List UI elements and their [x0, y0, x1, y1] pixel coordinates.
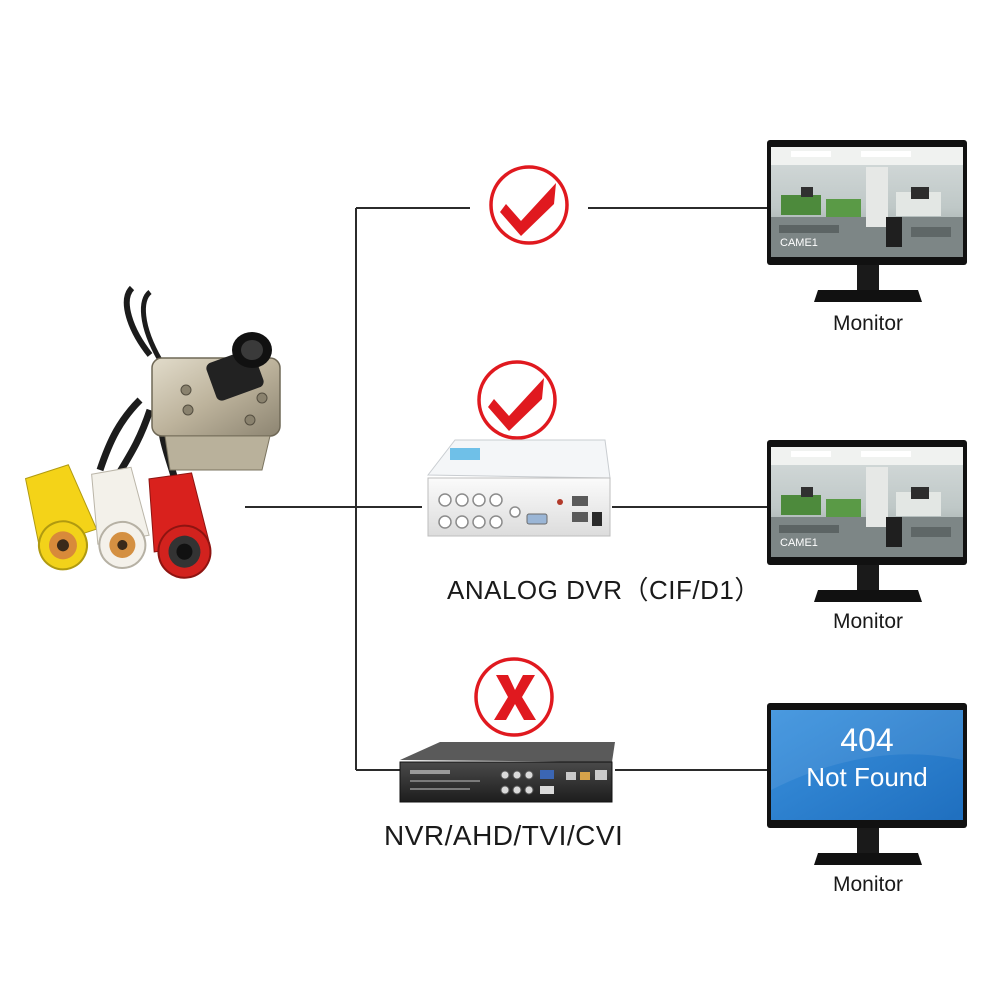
rca-red-plug — [148, 472, 212, 579]
error-text: Not Found — [806, 762, 928, 792]
camera-caption: CAME1 — [780, 537, 818, 549]
monitor-label: Monitor — [832, 873, 904, 896]
analog-dvr-label: ANALOG DVR（CIF/D1） — [447, 575, 761, 605]
error-code: 404 — [840, 722, 894, 758]
monitor-label: Monitor — [832, 610, 904, 633]
red-check-icon — [477, 360, 557, 440]
red-check-icon — [489, 165, 569, 245]
monitor-label: Monitor — [832, 312, 904, 335]
nvr-device — [399, 742, 615, 803]
rca-white-plug — [91, 466, 150, 569]
monitor-3 — [767, 703, 967, 865]
analog-camera — [96, 285, 281, 481]
monitor-2 — [767, 440, 967, 602]
analog-dvr-device — [426, 439, 611, 537]
red-x-icon — [474, 657, 554, 737]
connection-lines — [245, 207, 770, 771]
camera-caption: CAME1 — [780, 237, 818, 249]
monitor-1 — [767, 140, 967, 302]
rca-plugs — [24, 464, 212, 579]
rca-yellow-plug — [24, 464, 98, 571]
nvr-label: NVR/AHD/TVI/CVI — [384, 820, 624, 851]
